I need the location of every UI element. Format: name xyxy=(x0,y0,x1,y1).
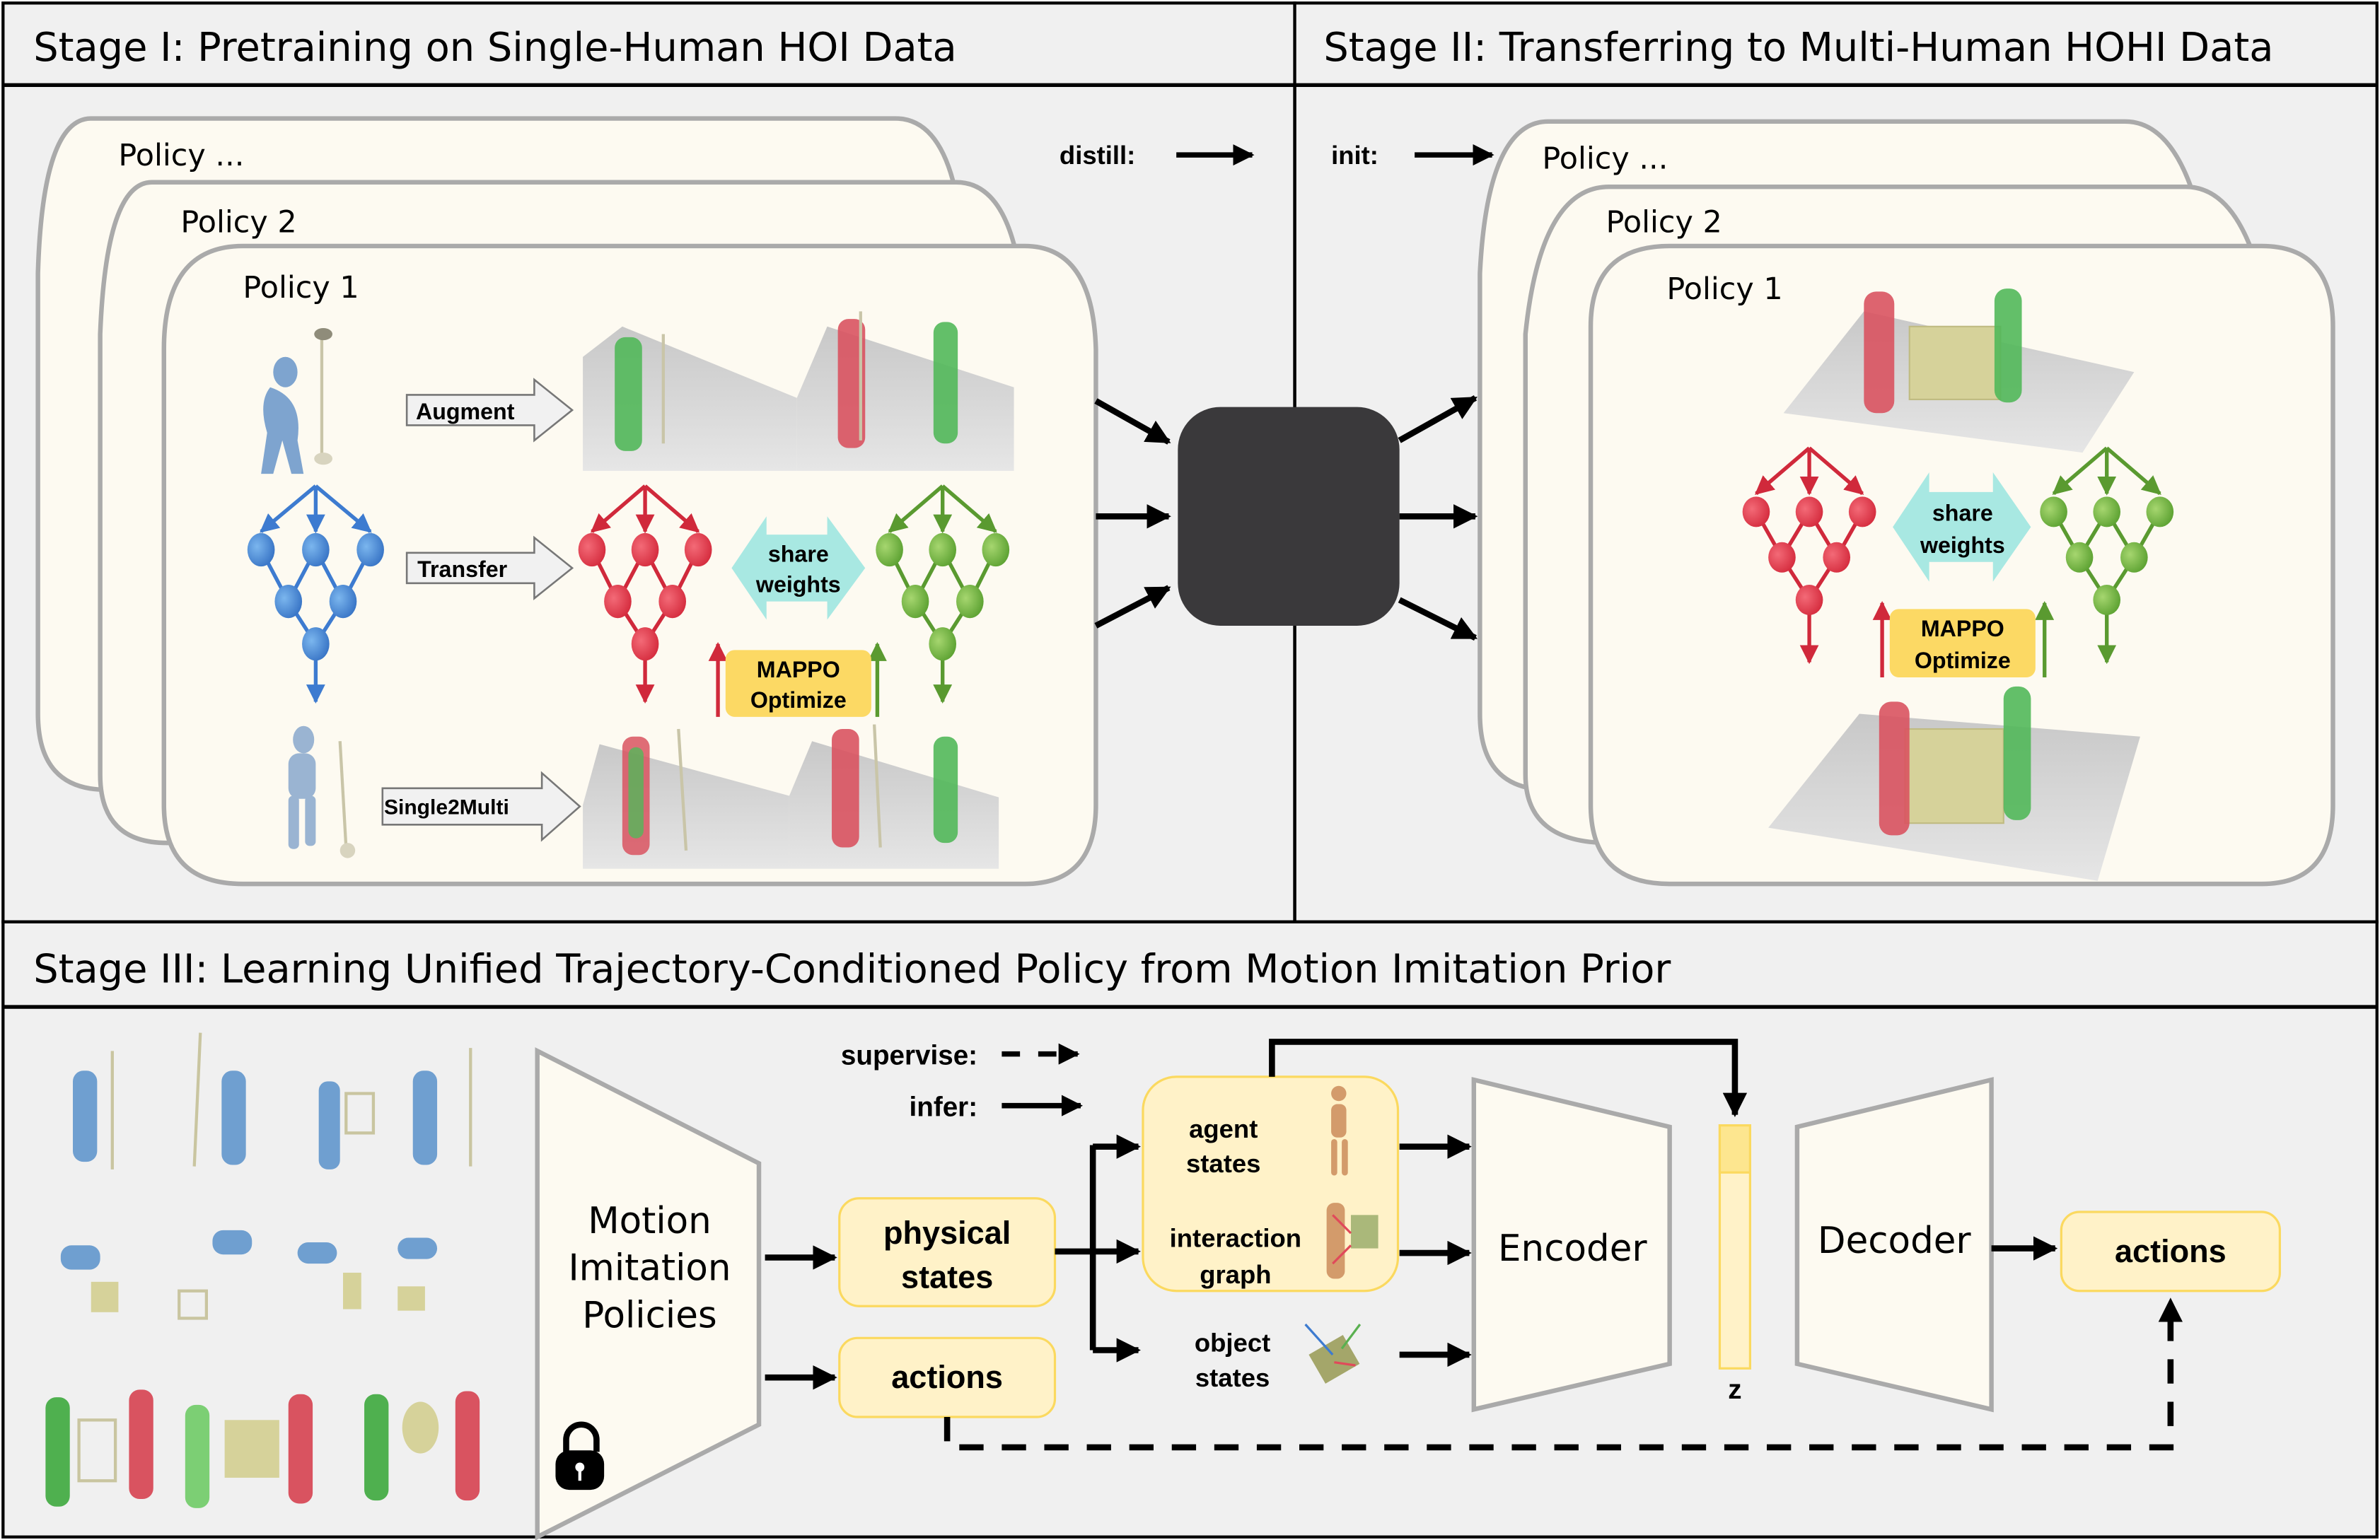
lock-icon xyxy=(555,1421,605,1491)
interaction-graph-icon xyxy=(1326,1203,1378,1279)
weights-label: weights xyxy=(1920,532,2005,558)
motion-policies-label: Motion xyxy=(588,1200,712,1242)
motion-policies-label-3: Policies xyxy=(582,1294,716,1336)
augment-arrow xyxy=(405,378,574,443)
optimize-label: Optimize xyxy=(750,687,847,713)
single2multi-step: Single2Multi xyxy=(381,771,581,842)
skip-connection-arrow xyxy=(1269,1039,1748,1118)
agent-interaction-box: agent states interaction graph xyxy=(1142,1075,1400,1293)
policy-card-label: Policy ... xyxy=(1542,141,1668,176)
policy-card-label: Policy 2 xyxy=(1606,205,1722,240)
encoder-label: Encoder xyxy=(1498,1227,1647,1270)
single-human-figure xyxy=(261,327,332,474)
stage2-agent-b-network xyxy=(2040,446,2174,665)
stage3-title: Stage III: Learning Unified Trajectory-C… xyxy=(33,947,1671,993)
infer-label: infer: xyxy=(910,1092,978,1123)
physical-states-box: physical states xyxy=(838,1197,1057,1307)
init-arrows xyxy=(1398,395,1478,641)
weights-label: weights xyxy=(755,572,841,597)
single-hoi-row-2 xyxy=(60,1230,438,1320)
single2multi-render xyxy=(583,724,999,869)
base-model-box xyxy=(1178,407,1400,626)
decoder-label: Decoder xyxy=(1818,1220,1972,1262)
stage2-share-weights-arrow: share weights xyxy=(1893,472,2031,582)
init-label: init: xyxy=(1331,141,1378,170)
transfer-label: Transfer xyxy=(417,556,507,582)
transfer-step: Transfer xyxy=(405,535,574,600)
supervise-label: supervise: xyxy=(841,1041,977,1071)
share-label: share xyxy=(768,542,829,567)
agent-states-label: states xyxy=(1186,1149,1260,1178)
hohi-render-bottom xyxy=(1768,686,2140,881)
actions-output-box: actions xyxy=(2060,1211,2281,1293)
graph-label: graph xyxy=(1200,1260,1271,1289)
init-legend: init: xyxy=(1331,141,1494,170)
latent-z: z xyxy=(1718,1124,1752,1405)
agent-label: agent xyxy=(1189,1114,1258,1143)
mappo-label: MAPPO xyxy=(757,657,840,682)
distill-legend: distill: xyxy=(1060,141,1255,170)
transfer-arrow xyxy=(405,535,574,600)
stage2-mappo-optimize-box: MAPPO Optimize xyxy=(1872,601,2055,677)
z-label: z xyxy=(1728,1375,1741,1405)
augment-step: Augment xyxy=(405,378,574,443)
stage2-title: Stage II: Transferring to Multi-Human HO… xyxy=(1323,25,2273,71)
object-label: object xyxy=(1195,1329,1270,1358)
actions-label: actions xyxy=(2115,1233,2227,1269)
stage2-agent-a-network xyxy=(1742,446,1876,665)
agent-b-policy-network xyxy=(876,484,1010,704)
hoi-dataset-gallery xyxy=(45,1032,480,1508)
augment-label: Augment xyxy=(416,399,515,424)
distill-arrows xyxy=(1094,398,1171,629)
decoder-block: Decoder xyxy=(1794,1077,1994,1413)
object-pose-icon xyxy=(1304,1323,1362,1384)
object-states: object states xyxy=(1195,1323,1362,1392)
policy-card-label: Policy 1 xyxy=(1666,272,1782,307)
actions-source-box: actions xyxy=(838,1336,1057,1418)
motion-policies-label-2: Imitation xyxy=(568,1247,731,1290)
share-weights-arrow: share weights xyxy=(731,516,866,620)
single-hoi-row-1 xyxy=(73,1032,472,1169)
source-policy-network xyxy=(247,484,384,704)
single2multi-label: Single2Multi xyxy=(384,795,509,819)
multi-hoi-row xyxy=(45,1389,480,1508)
physical-label: physical xyxy=(883,1215,1011,1251)
actions-label: actions xyxy=(891,1359,1003,1395)
encoder-block: Encoder xyxy=(1471,1077,1672,1413)
policy-card-front xyxy=(1588,243,2335,887)
mappo-label: MAPPO xyxy=(1921,616,2004,641)
stage1-title: Stage I: Pretraining on Single-Human HOI… xyxy=(33,25,957,71)
interaction-label: interaction xyxy=(1170,1223,1301,1252)
mannequin-icon xyxy=(1331,1085,1348,1176)
share-label: share xyxy=(1932,501,1993,526)
policy-output-arrows xyxy=(765,1245,837,1390)
policy-card-label: Policy ... xyxy=(118,138,244,173)
branch-arrows xyxy=(1055,1134,1141,1363)
supervision-dashed-path xyxy=(944,1297,2183,1451)
single2multi-arrow xyxy=(381,771,581,842)
motion-imitation-policies: Motion Imitation Policies xyxy=(535,1047,762,1540)
states-label: states xyxy=(901,1259,993,1295)
encoder-input-arrows xyxy=(1399,1134,1472,1367)
policy-card-label: Policy 2 xyxy=(180,205,296,240)
distill-label: distill: xyxy=(1060,141,1135,170)
agent-a-policy-network xyxy=(578,484,712,704)
augment-render xyxy=(583,311,1014,471)
object-states-label: states xyxy=(1195,1363,1270,1392)
policy-card-label: Policy 1 xyxy=(243,270,359,305)
optimize-label: Optimize xyxy=(1915,648,2011,673)
hohi-render-top xyxy=(1783,288,2135,453)
single-human-proxy-figure xyxy=(288,725,356,858)
stage3-legend: supervise: infer: xyxy=(841,1041,1083,1123)
mappo-optimize-box: MAPPO Optimize xyxy=(708,642,887,717)
